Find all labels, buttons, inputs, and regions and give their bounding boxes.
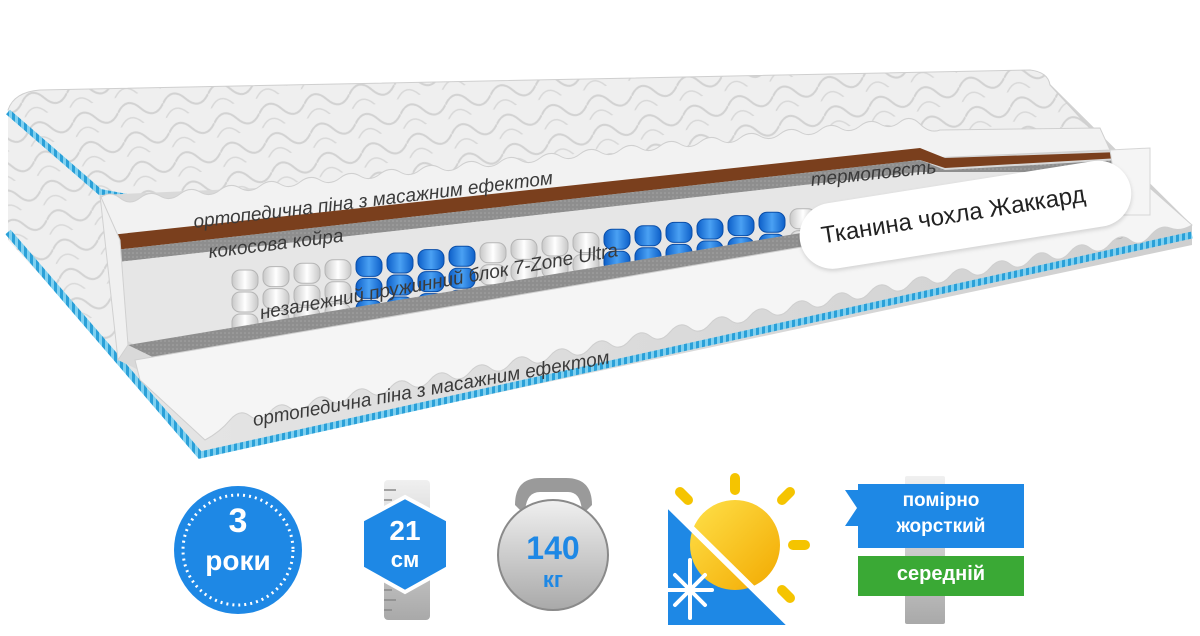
pocket-spring bbox=[696, 218, 724, 240]
pocket-spring bbox=[386, 274, 414, 296]
pocket-spring bbox=[541, 235, 569, 257]
firmness-top-label: помірно жорсткий bbox=[896, 490, 986, 537]
pocket-spring bbox=[572, 232, 600, 254]
pocket-spring bbox=[479, 242, 507, 264]
weight-unit: кг bbox=[542, 567, 564, 592]
height-value: 21 bbox=[389, 515, 421, 546]
pocket-spring bbox=[293, 262, 321, 284]
pocket-spring bbox=[417, 249, 445, 271]
mattress-side-quilt bbox=[8, 110, 205, 455]
pocket-spring bbox=[665, 221, 693, 243]
coir-layer bbox=[110, 148, 1120, 250]
pocket-spring bbox=[324, 259, 352, 281]
firmness-ribbon-icon bbox=[845, 476, 1024, 624]
pocket-spring bbox=[448, 245, 476, 267]
pocket-spring bbox=[231, 269, 259, 291]
pocket-spring bbox=[231, 291, 259, 313]
ruler-hexagon-icon bbox=[360, 480, 450, 620]
height-unit: см bbox=[390, 547, 420, 572]
pocket-spring bbox=[386, 252, 414, 274]
warranty-unit: роки bbox=[205, 545, 271, 576]
pocket-spring bbox=[603, 228, 631, 250]
pocket-spring bbox=[355, 277, 383, 299]
pocket-spring bbox=[262, 288, 290, 310]
pocket-spring bbox=[510, 238, 538, 260]
pocket-spring bbox=[293, 284, 321, 306]
pocket-spring bbox=[634, 225, 662, 247]
felt-layer-top bbox=[115, 160, 1120, 262]
firmness-bottom-label: середній bbox=[896, 563, 986, 585]
pocket-spring bbox=[448, 267, 476, 289]
pocket-spring bbox=[727, 215, 755, 237]
piping-bottom-edge bbox=[5, 229, 1193, 459]
pocket-spring bbox=[324, 281, 352, 303]
pocket-spring bbox=[262, 266, 290, 288]
warranty-badge-icon bbox=[174, 486, 302, 614]
side-foam-block bbox=[99, 194, 129, 362]
pocket-spring bbox=[355, 255, 383, 277]
weight-value: 140 bbox=[526, 530, 580, 566]
warranty-value: 3 bbox=[228, 502, 248, 540]
kettlebell-icon bbox=[497, 478, 609, 611]
pocket-spring bbox=[758, 211, 786, 233]
pocket-spring bbox=[417, 271, 445, 293]
sun-snowflake-icon bbox=[665, 473, 810, 628]
